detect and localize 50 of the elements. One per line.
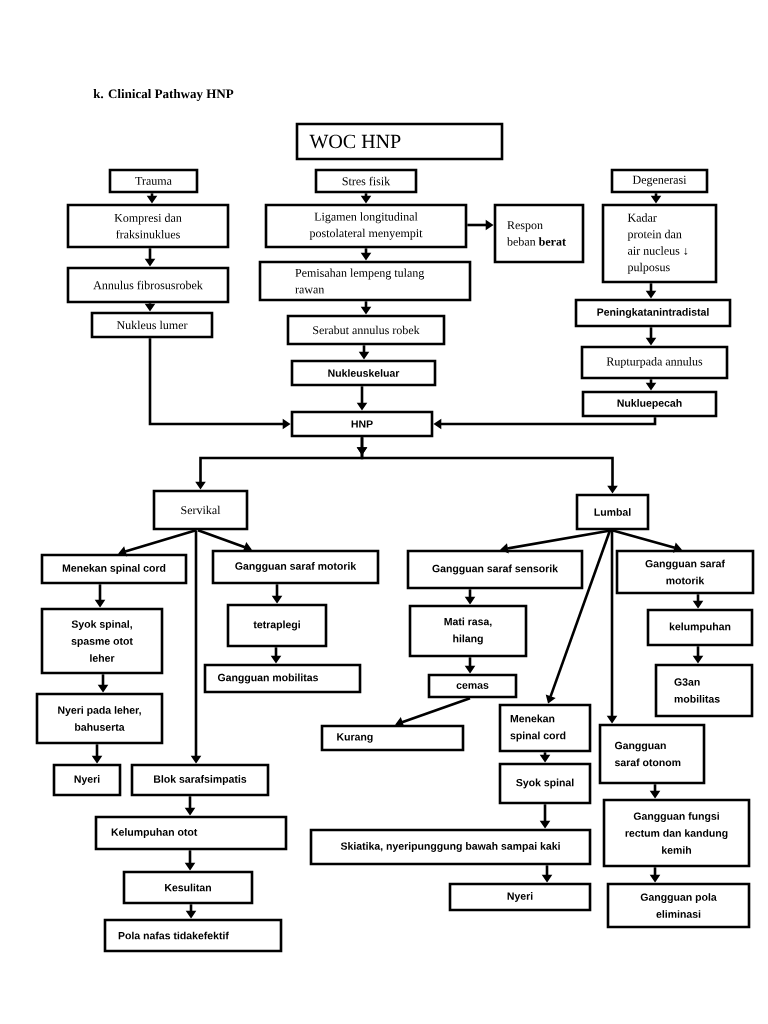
arrow: [197, 529, 252, 552]
step-box: Gangguan pola eliminasi: [606, 882, 751, 929]
step-box: Nyeri pada leher, bahuserta: [35, 692, 164, 745]
step-box: Kurang: [320, 724, 465, 752]
step-box: Kompresi dan fraksinuklues: [66, 203, 230, 249]
step-box: Menekan spinal cord: [40, 553, 188, 585]
step-box: Ligamen longitudinal postolateral menyempit: [264, 203, 468, 249]
step-box: Syok spinal, spasme otot leher: [40, 607, 164, 675]
step-box: Rupturpada annulus: [580, 345, 729, 380]
step-box: Servikal: [152, 489, 249, 531]
step-box: Gangguan saraf sensorik: [406, 549, 584, 590]
step-box: Kelumpuhan otot: [94, 815, 288, 851]
step-box: Kadar protein dan air nucleus ↓ pulposus: [601, 203, 718, 284]
step-box: Annulus fibrosusrobek: [66, 266, 230, 304]
step-box: Pola nafas tidakefektif: [103, 918, 283, 953]
step-box: Gangguan saraf motorik: [615, 549, 755, 595]
title: k. Clinical Pathway HNP: [93, 89, 234, 101]
step-box: Skiatika, nyeripunggung bawah sampai kaki: [309, 828, 592, 866]
step-box: Nukleus lumer: [90, 311, 214, 339]
step-box: kelumpuhan: [646, 608, 754, 647]
arrow: [118, 529, 197, 557]
step-box: Gangguan mobilitas: [203, 663, 362, 694]
step-box: HNP: [290, 410, 434, 438]
step-box: Serabut annulus robek: [286, 314, 446, 346]
arrow: [500, 529, 613, 554]
step-box: G3an mobilitas: [654, 663, 754, 718]
step-box: Peningkatanintradistal: [574, 298, 732, 328]
step-box: Menekan spinal cord: [498, 703, 592, 753]
step-box: Syok spinal: [498, 762, 592, 805]
arrow: [611, 529, 682, 553]
step-box: Nyeri: [52, 763, 122, 797]
step-box: Gangguan fungsi rectum dan kandung kemih: [602, 798, 751, 868]
step-box: Trauma: [108, 168, 199, 194]
step-box: Gangguan saraf motorik: [211, 549, 380, 585]
step-box: cemas: [427, 673, 518, 699]
step-box: Nukleuskeluar: [290, 359, 437, 387]
step-box: tetraplegi: [226, 603, 328, 648]
step-box: Degenerasi: [610, 168, 709, 194]
heading-box: WOC HNP: [295, 122, 504, 161]
step-box: Stres fisik: [314, 168, 418, 194]
step-box: Nukluepecah: [581, 390, 718, 418]
arrow: [395, 697, 471, 728]
step-box: Respon beban berat: [493, 203, 585, 264]
step-box: Lumbal: [575, 493, 650, 531]
step-box: Blok sarafsimpatis: [130, 763, 270, 797]
step-box: Gangguan saraf otonom: [598, 723, 706, 785]
step-box: Nyeri: [448, 882, 592, 912]
step-box: Mati rasa, hilang: [408, 604, 528, 658]
step-box: Pemisahan lempeng tulang rawan: [258, 260, 472, 302]
step-box: Kesulitan: [122, 870, 254, 905]
